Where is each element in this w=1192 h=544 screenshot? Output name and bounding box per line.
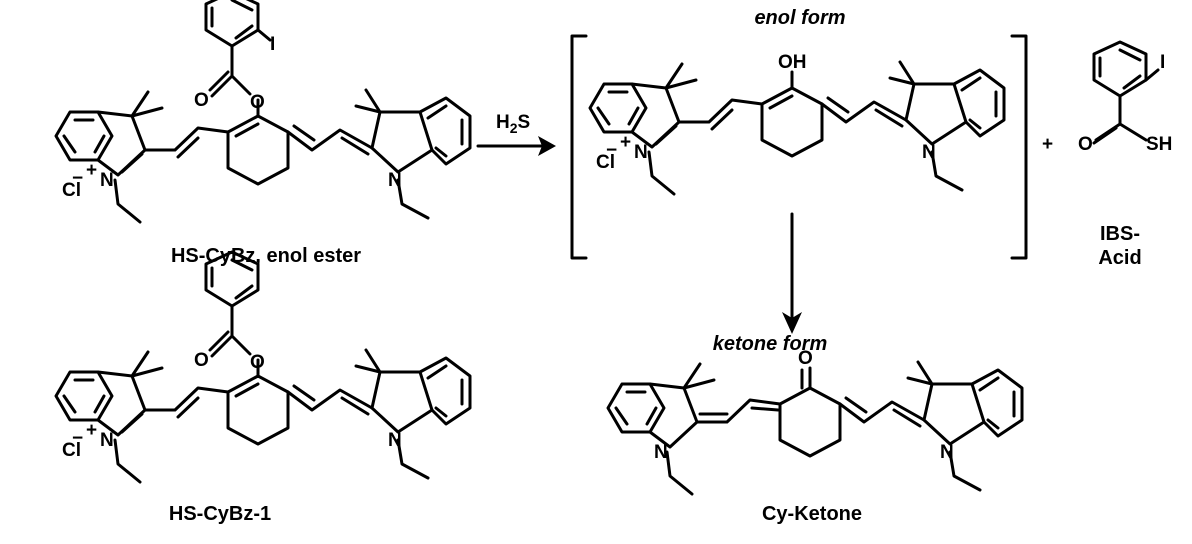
atom-ketone-o: O xyxy=(798,348,813,369)
chloride-counterion-2: Cl xyxy=(62,440,81,461)
atom-o-ibs: O xyxy=(1078,134,1093,155)
atom-ester-o-2: O xyxy=(250,352,265,373)
atom-n-plus-left-2: N xyxy=(100,430,114,451)
charge-plus: + xyxy=(86,160,97,181)
atom-n-enol-right: N xyxy=(922,142,936,163)
caption-hs-cybz: HS-CyBz, enol ester xyxy=(171,245,361,267)
atom-ester-o: O xyxy=(250,92,265,113)
reagent-h2s: H2S xyxy=(496,112,530,136)
label-enol-form: enol form xyxy=(754,7,845,29)
plus-sign: + xyxy=(1042,134,1053,155)
chloride-enol: Cl xyxy=(596,152,615,173)
chloride-counterion: Cl xyxy=(62,180,81,201)
atom-carbonyl-o: O xyxy=(194,90,209,111)
atom-iodine: I xyxy=(270,34,275,55)
atom-n-plus-enol: N xyxy=(634,142,648,163)
bracket-left xyxy=(570,34,588,260)
atom-n-right-2: N xyxy=(388,430,402,451)
atom-n-right: N xyxy=(388,170,402,191)
molecule-hs-cybz: N + Cl − O O I N xyxy=(54,0,472,224)
atom-n-ketone-right: N xyxy=(940,442,954,463)
charge-minus-2: − xyxy=(72,428,83,449)
atom-n-plus-left: N xyxy=(100,170,114,191)
atom-carbonyl-o-2: O xyxy=(194,350,209,371)
atom-hydroxyl: OH xyxy=(778,52,807,73)
bracket-right xyxy=(1010,34,1028,260)
atom-iodine-ibs: I xyxy=(1160,52,1165,73)
molecule-ibs-acid: I O SH xyxy=(1078,40,1172,155)
molecule-hs-cybz-1: N + Cl − O O N xyxy=(54,250,472,484)
atom-n-ketone-left: N xyxy=(654,442,668,463)
tautomerization-arrow xyxy=(782,212,802,334)
molecule-cy-ketone: N O N xyxy=(606,348,1024,496)
molecule-enol-form: N + Cl − OH N xyxy=(588,52,1006,196)
atom-sh-ibs: SH xyxy=(1146,134,1172,155)
caption-ibs-line1: IBS- xyxy=(1100,223,1140,245)
reaction-arrow xyxy=(476,136,556,156)
label-ketone-form: ketone form xyxy=(713,333,827,355)
charge-minus: − xyxy=(72,168,83,189)
caption-hs-cybz-1: HS-CyBz-1 xyxy=(169,503,271,525)
charge-minus-enol: − xyxy=(606,140,617,161)
caption-ibs-line2: Acid xyxy=(1098,247,1141,269)
charge-plus-enol: + xyxy=(620,132,631,153)
charge-plus-2: + xyxy=(86,420,97,441)
caption-cy-ketone: Cy-Ketone xyxy=(762,503,862,525)
